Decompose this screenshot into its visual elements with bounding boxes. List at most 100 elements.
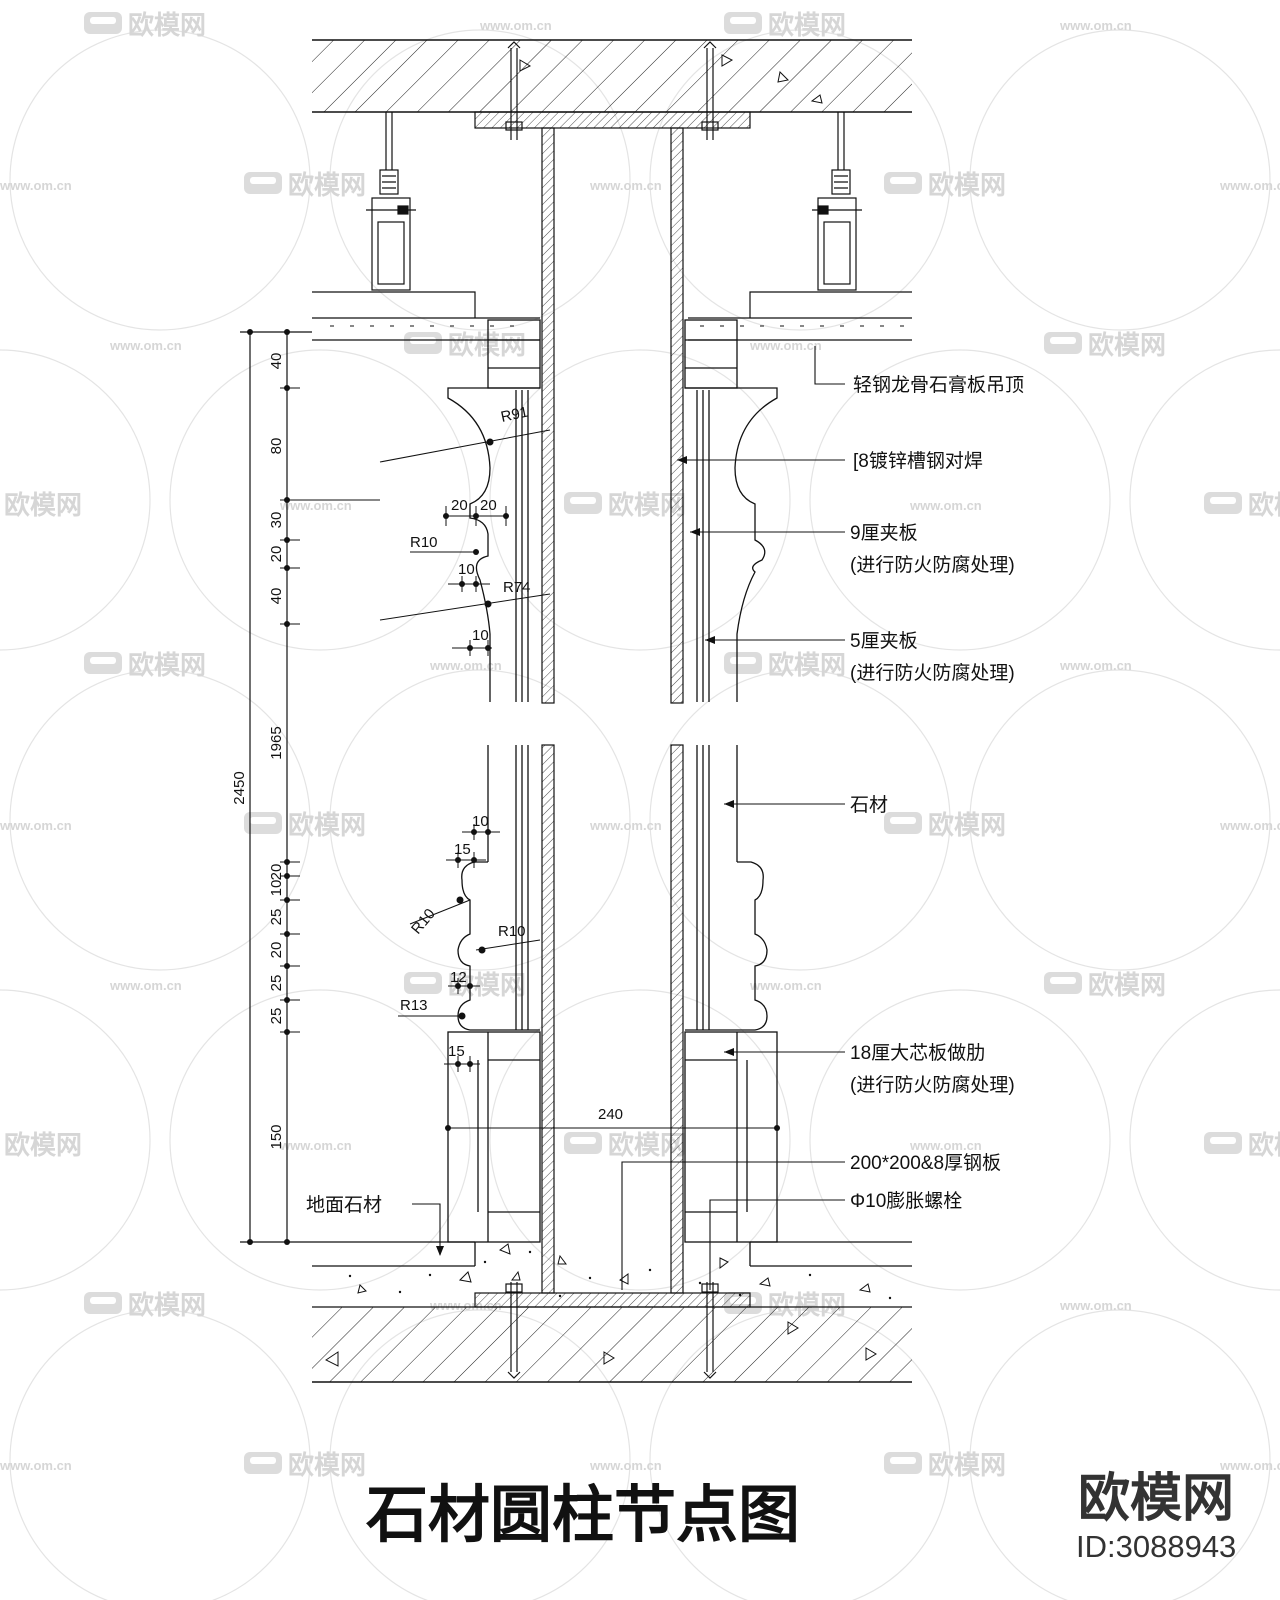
cap-radius-r74: R74 <box>503 579 531 596</box>
bottom-steel-plate <box>474 1292 751 1308</box>
watermark-brand-marks: 欧模网 欧模网 欧模网 欧模网 欧模网 欧模网 欧模网 欧模网 欧模网 欧模网 … <box>4 10 1280 1480</box>
dim-25-c: 25 <box>268 1008 285 1025</box>
dim-20-b: 20 <box>268 942 285 959</box>
dim-40-top: 40 <box>268 353 285 370</box>
column-capital <box>447 319 778 702</box>
dim-240: 240 <box>598 1106 623 1123</box>
watermark-site: www.om.cn <box>749 978 822 993</box>
callout-plywood5: 5厘夹板 <box>850 630 918 652</box>
watermark-site: www.om.cn <box>589 818 662 833</box>
cap-radius-r10: R10 <box>410 534 438 551</box>
watermark-site: www.om.cn <box>1059 18 1132 33</box>
callout-blockboard18-note: (进行防火防腐处理) <box>850 1074 1015 1096</box>
dim-10-base: 10 <box>268 880 285 897</box>
watermark-text: 欧模网 <box>928 1450 1006 1480</box>
dim-1965: 1965 <box>268 726 285 759</box>
callout-blockboard18: 18厘大芯板做肋 <box>850 1042 985 1064</box>
vertical-dimension-chain <box>240 329 380 1245</box>
base-radius-r10-b: R10 <box>498 923 526 940</box>
watermark-site: www.om.cn <box>0 818 72 833</box>
dim-40-cap: 40 <box>268 588 285 605</box>
watermark-site: www.om.cn <box>589 1458 662 1473</box>
watermark-text: 欧模网 <box>288 1450 366 1480</box>
gypsum-ceiling <box>312 291 912 341</box>
watermark-site: www.om.cn <box>429 658 502 673</box>
watermark-site: www.om.cn <box>109 978 182 993</box>
base-radius-r10-a: R10 <box>408 906 439 938</box>
watermark-text: 欧模网 <box>1248 490 1280 520</box>
watermark-site: www.om.cn <box>0 1458 72 1473</box>
floor-slab <box>312 1307 912 1383</box>
watermark-site: www.om.cn <box>0 178 72 193</box>
watermark-site: www.om.cn <box>1059 1298 1132 1313</box>
dim-20-cap: 20 <box>268 546 285 563</box>
watermark-site: www.om.cn <box>909 498 982 513</box>
watermark-text: 欧模网 <box>4 490 82 520</box>
watermark-text: 欧模网 <box>1088 330 1166 360</box>
callout-ceiling: 轻钢龙骨石膏板吊顶 <box>853 373 1024 396</box>
watermark-text: 欧模网 <box>448 970 526 1000</box>
base-radius-r13: R13 <box>400 997 428 1014</box>
watermark-site-marks: www.om.cn www.om.cn www.om.cn www.om.cn … <box>0 18 1280 1473</box>
dim-30: 30 <box>268 512 285 529</box>
dim-20-base: 20 <box>268 864 285 881</box>
callout-plywood9: 9厘夹板 <box>850 522 918 544</box>
dim-25-a: 25 <box>268 909 285 926</box>
watermark-text: 欧模网 <box>1248 1130 1280 1160</box>
top-steel-plate <box>474 111 751 129</box>
capital-detail-dimensions <box>379 429 551 656</box>
watermark-text: 欧模网 <box>288 170 366 200</box>
top-anchor-bolts <box>505 41 719 140</box>
watermark-text: 欧模网 <box>448 330 526 360</box>
dim-25-b: 25 <box>268 975 285 992</box>
watermark-site: www.om.cn <box>109 338 182 353</box>
base-dim-15-a: 15 <box>454 841 471 858</box>
watermark-site: www.om.cn <box>749 338 822 353</box>
callout-stone: 石材 <box>850 794 888 816</box>
callout-floor-stone: 地面石材 <box>306 1194 382 1216</box>
callout-plywood9-note: (进行防火防腐处理) <box>850 554 1015 576</box>
callout-labels: 轻钢龙骨石膏板吊顶 [8镀锌槽钢对焊 9厘夹板 (进行防火防腐处理) 5厘夹板 … <box>306 373 1024 1216</box>
watermark-text: 欧模网 <box>928 170 1006 200</box>
column-width-dimension <box>445 1125 780 1131</box>
drawing-id: ID:3088943 <box>1076 1529 1236 1564</box>
capital-detail-labels: 20 20 10 10 R91 R10 R74 <box>410 404 531 644</box>
watermark-text: 欧模网 <box>928 810 1006 840</box>
callout-channel-steel: [8镀锌槽钢对焊 <box>853 450 983 472</box>
drawing-title: 石材圆柱节点图 <box>366 1478 800 1551</box>
watermark-text: 欧模网 <box>768 650 846 680</box>
callout-plywood5-note: (进行防火防腐处理) <box>850 662 1015 684</box>
watermark-site: www.om.cn <box>479 18 552 33</box>
watermark-text: 欧模网 <box>128 1290 206 1320</box>
watermark-site: www.om.cn <box>589 178 662 193</box>
dim-total-height: 2450 <box>231 771 248 804</box>
callout-steel-plate: 200*200&8厚钢板 <box>850 1152 1001 1174</box>
cap-dim-10-a: 10 <box>458 561 475 578</box>
watermark-text: 欧模网 <box>288 810 366 840</box>
base-detail-labels: 10 15 12 15 R10 R10 R13 <box>400 813 526 1060</box>
watermark-text: 欧模网 <box>4 1130 82 1160</box>
vertical-dimension-labels: 2450 40 80 30 20 40 1965 20 10 25 20 25 … <box>231 353 285 1150</box>
watermark-site: www.om.cn <box>279 498 352 513</box>
cap-dim-10-b: 10 <box>472 627 489 644</box>
brand-logo-text: 欧模网 <box>1078 1470 1234 1528</box>
column-base <box>447 745 778 1243</box>
base-dim-12: 12 <box>450 969 467 986</box>
cap-radius-r91: R91 <box>499 404 529 426</box>
dim-80: 80 <box>268 438 285 455</box>
cap-dim-20-b: 20 <box>480 497 497 514</box>
watermark-site: www.om.cn <box>909 1138 982 1153</box>
base-dim-15-b: 15 <box>448 1043 465 1060</box>
watermark-site: www.om.cn <box>1219 1458 1280 1473</box>
ceiling-slab <box>312 39 912 113</box>
watermark-text: 欧模网 <box>128 650 206 680</box>
cap-dim-20-a: 20 <box>451 497 468 514</box>
watermark-site: www.om.cn <box>1219 818 1280 833</box>
callout-bolt: Φ10膨胀螺栓 <box>850 1190 962 1212</box>
watermark-text: 欧模网 <box>128 10 206 40</box>
watermark-text: 欧模网 <box>768 10 846 40</box>
watermark-site: www.om.cn <box>279 1138 352 1153</box>
callout-leaders <box>412 346 845 1290</box>
watermark-text: 欧模网 <box>1088 970 1166 1000</box>
dim-150: 150 <box>268 1124 285 1149</box>
